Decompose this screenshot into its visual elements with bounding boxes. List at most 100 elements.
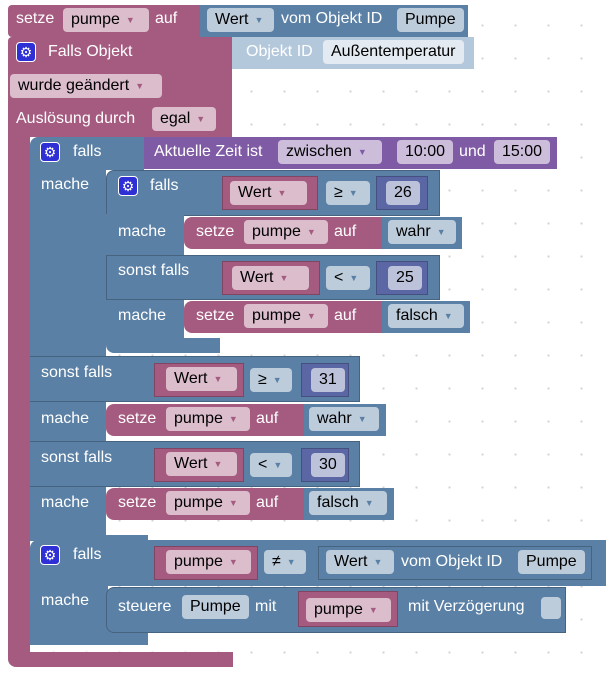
boolean-dropdown[interactable]: wahr▼ xyxy=(388,220,456,244)
dropdown-arrow-icon: ▼ xyxy=(357,414,367,424)
gear-icon[interactable]: ⚙ xyxy=(40,545,60,565)
operator-dropdown[interactable]: ≠▼ xyxy=(264,550,306,574)
dropdown-arrow-icon: ▼ xyxy=(306,227,316,237)
control-if-foot xyxy=(30,630,148,645)
elseif-label: sonst falls xyxy=(118,262,190,279)
set-label: setze xyxy=(196,307,235,324)
boolean-dropdown[interactable]: wahr▼ xyxy=(309,407,379,431)
boolean-dropdown[interactable]: falsch▼ xyxy=(309,491,387,515)
elseif-label: sonst falls xyxy=(41,449,113,466)
do-label: mache xyxy=(118,223,167,240)
object-id-label: Objekt ID xyxy=(246,43,313,60)
and-label: und xyxy=(459,143,486,160)
dropdown-arrow-icon: ▼ xyxy=(254,15,264,25)
end-time-field[interactable]: 15:00 xyxy=(494,140,551,164)
do-label: mache xyxy=(118,307,167,324)
number-field[interactable]: 30 xyxy=(311,453,345,477)
dropdown-arrow-icon: ▼ xyxy=(228,557,238,567)
set-label: setze xyxy=(118,410,157,427)
dropdown-arrow-icon: ▼ xyxy=(357,147,367,157)
gear-icon[interactable]: ⚙ xyxy=(16,42,36,62)
operator-dropdown[interactable]: ≥▼ xyxy=(326,181,370,205)
dropdown-arrow-icon: ▼ xyxy=(443,311,453,321)
variable-dropdown[interactable]: pumpe▼ xyxy=(166,550,251,574)
to-label: auf xyxy=(334,307,357,324)
delay-label: mit Verzögerung xyxy=(408,598,525,615)
trigger-by-dropdown[interactable]: egal▼ xyxy=(152,107,216,131)
dropdown-arrow-icon: ▼ xyxy=(213,374,223,384)
elseif-label: sonst falls xyxy=(41,364,113,381)
value-field-dropdown[interactable]: Wert▼ xyxy=(326,550,394,574)
to-label: auf xyxy=(155,10,178,27)
dropdown-arrow-icon: ▼ xyxy=(286,557,296,567)
trigger-block-foot xyxy=(8,652,233,667)
value-field-dropdown[interactable]: Wert▼ xyxy=(207,8,274,32)
if-label: falls xyxy=(150,177,179,194)
do-label: mache xyxy=(41,410,90,427)
gear-icon[interactable]: ⚙ xyxy=(118,176,138,196)
gear-icon[interactable]: ⚙ xyxy=(40,142,60,162)
variable-dropdown[interactable]: pumpe▼ xyxy=(244,220,328,244)
time-mode-dropdown[interactable]: zwischen▼ xyxy=(278,140,382,164)
inner-if-foot xyxy=(106,338,220,353)
dropdown-arrow-icon: ▼ xyxy=(368,605,378,615)
from-object-label: vom Objekt ID xyxy=(281,10,383,27)
from-object-label: vom Objekt ID xyxy=(401,553,503,570)
dropdown-arrow-icon: ▼ xyxy=(228,414,238,424)
variable-dropdown[interactable]: pumpe▼ xyxy=(244,304,328,328)
dropdown-arrow-icon: ▼ xyxy=(272,375,282,385)
variable-dropdown[interactable]: pumpe▼ xyxy=(166,407,250,431)
operator-dropdown[interactable]: <▼ xyxy=(250,453,292,477)
delay-checkbox[interactable] xyxy=(541,597,561,619)
set-label: setze xyxy=(16,10,55,27)
set-label: setze xyxy=(196,223,235,240)
dropdown-arrow-icon: ▼ xyxy=(273,460,283,470)
set-label: setze xyxy=(118,494,157,511)
number-field[interactable]: 26 xyxy=(386,181,420,205)
variable-dropdown[interactable]: pumpe▼ xyxy=(306,598,391,622)
value-dropdown[interactable]: Wert▼ xyxy=(166,367,237,391)
value-dropdown[interactable]: Wert▼ xyxy=(232,266,309,290)
dropdown-arrow-icon: ▼ xyxy=(364,498,374,508)
value-dropdown[interactable]: Wert▼ xyxy=(230,181,307,205)
number-field[interactable]: 25 xyxy=(388,266,422,290)
value-dropdown[interactable]: Wert▼ xyxy=(166,452,237,476)
operator-dropdown[interactable]: <▼ xyxy=(326,266,370,290)
trigger-by-label: Auslösung durch xyxy=(16,110,136,127)
dropdown-arrow-icon: ▼ xyxy=(196,114,206,124)
to-label: auf xyxy=(334,223,357,240)
operator-dropdown[interactable]: ≥▼ xyxy=(250,368,292,392)
do-label: mache xyxy=(41,176,90,193)
trigger-object-id-field[interactable]: Außentemperatur xyxy=(323,40,464,64)
control-object-field[interactable]: Pumpe xyxy=(182,595,249,619)
dropdown-arrow-icon: ▼ xyxy=(135,81,145,91)
do-label: mache xyxy=(41,494,90,511)
dropdown-arrow-icon: ▼ xyxy=(228,498,238,508)
object-id-field[interactable]: Pumpe xyxy=(397,8,464,32)
dropdown-arrow-icon: ▼ xyxy=(306,311,316,321)
control-label: steuere xyxy=(118,598,172,615)
dropdown-arrow-icon: ▼ xyxy=(349,273,359,283)
boolean-dropdown[interactable]: falsch▼ xyxy=(388,304,464,328)
do-label: mache xyxy=(41,592,90,609)
time-if-foot xyxy=(30,535,148,541)
dropdown-arrow-icon: ▼ xyxy=(373,557,383,567)
dropdown-arrow-icon: ▼ xyxy=(125,15,135,25)
dropdown-arrow-icon: ▼ xyxy=(348,188,358,198)
to-label: auf xyxy=(256,410,279,427)
start-time-field[interactable]: 10:00 xyxy=(397,140,454,164)
dropdown-arrow-icon: ▼ xyxy=(213,459,223,469)
condition-dropdown[interactable]: wurde geändert▼ xyxy=(10,74,162,98)
with-label: mit xyxy=(255,598,277,615)
dropdown-arrow-icon: ▼ xyxy=(436,227,446,237)
time-label: Aktuelle Zeit ist xyxy=(154,143,263,160)
to-label: auf xyxy=(256,494,279,511)
dropdown-arrow-icon: ▼ xyxy=(277,188,287,198)
number-field[interactable]: 31 xyxy=(311,368,345,392)
variable-dropdown[interactable]: pumpe▼ xyxy=(166,491,250,515)
trigger-block-spine xyxy=(8,130,30,655)
if-label: falls xyxy=(73,546,102,563)
variable-dropdown[interactable]: pumpe▼ xyxy=(63,8,149,32)
if-label: falls xyxy=(73,143,102,160)
object-id-field[interactable]: Pumpe xyxy=(518,550,585,574)
